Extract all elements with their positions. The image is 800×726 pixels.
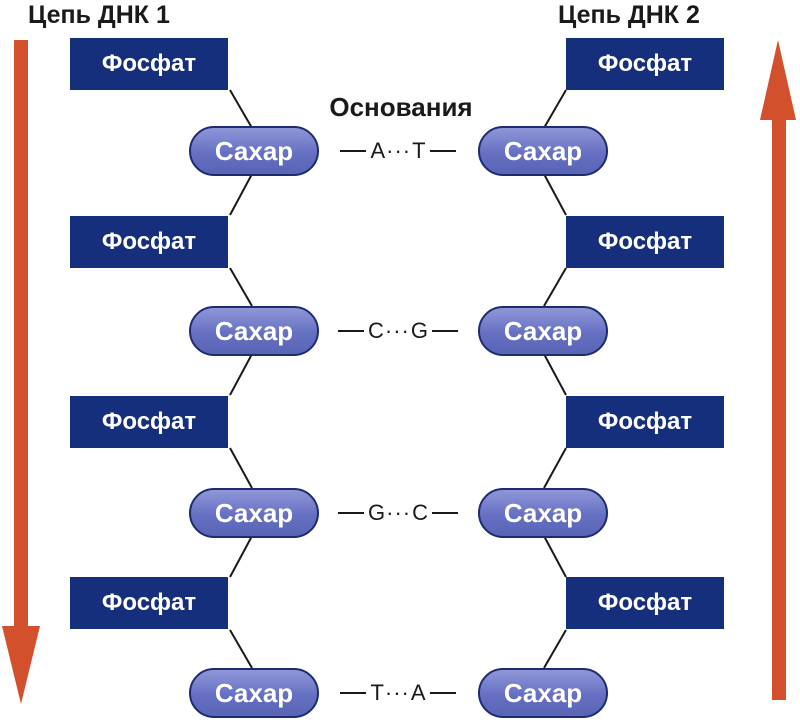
base-right: G bbox=[410, 318, 428, 343]
sugar-node: Сахар bbox=[189, 126, 319, 176]
strand2-direction-arrow bbox=[760, 40, 796, 700]
base-left: T bbox=[370, 680, 384, 705]
strand2-title: Цепь ДНК 2 bbox=[558, 1, 700, 29]
base-left: C bbox=[368, 318, 384, 343]
bases-label: Основания bbox=[329, 92, 473, 122]
phosphate-block: Фосфат bbox=[70, 577, 228, 629]
strand1-direction-arrow bbox=[2, 40, 40, 704]
base-left: G bbox=[368, 500, 386, 525]
base-right: T bbox=[412, 138, 426, 163]
base-right: A bbox=[410, 680, 426, 705]
phosphate-block: Фосфат bbox=[70, 396, 228, 448]
phosphate-block: Фосфат bbox=[566, 577, 724, 629]
phosphate-block: Фосфат bbox=[566, 396, 724, 448]
sugar-node: Сахар bbox=[189, 488, 319, 538]
sugar-node: Сахар bbox=[478, 488, 608, 538]
base-left: A bbox=[370, 138, 386, 163]
phosphate-block: Фосфат bbox=[70, 38, 228, 90]
sugar-node: Сахар bbox=[189, 306, 319, 356]
base-pair: A ··· T bbox=[318, 131, 478, 171]
sugar-node: Сахар bbox=[478, 668, 608, 718]
base-pair: T ··· A bbox=[318, 673, 478, 713]
base-right: C bbox=[412, 500, 428, 525]
phosphate-block: Фосфат bbox=[70, 216, 228, 268]
base-pair: G ··· C bbox=[318, 493, 478, 533]
base-pair: C ··· G bbox=[318, 311, 478, 351]
sugar-node: Сахар bbox=[478, 126, 608, 176]
sugar-node: Сахар bbox=[478, 306, 608, 356]
sugar-node: Сахар bbox=[189, 668, 319, 718]
strand1-title: Цепь ДНК 1 bbox=[28, 1, 170, 29]
phosphate-block: Фосфат bbox=[566, 38, 724, 90]
phosphate-block: Фосфат bbox=[566, 216, 724, 268]
